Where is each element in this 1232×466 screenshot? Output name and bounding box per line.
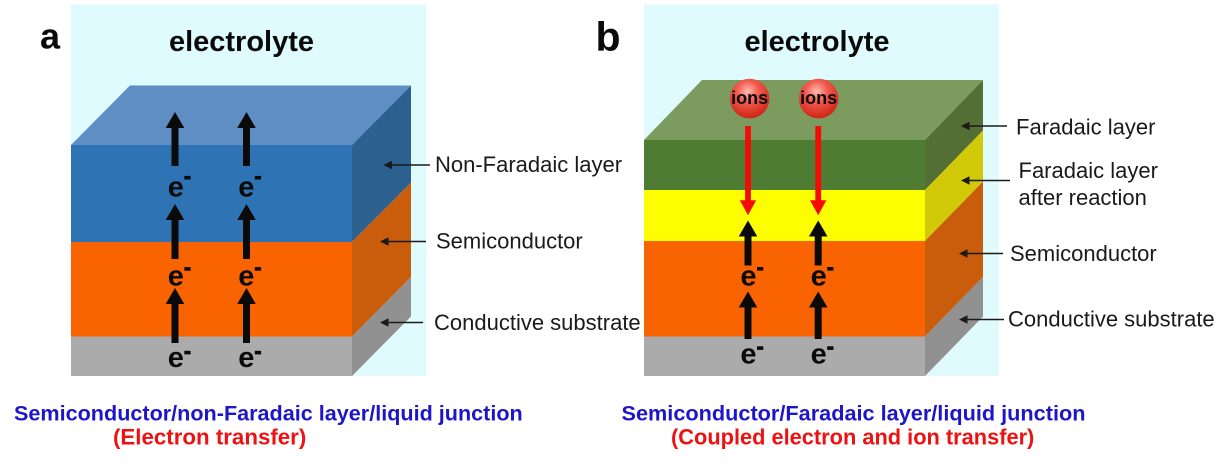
svg-text:e: e: [740, 338, 756, 370]
svg-text:Conductive substrate: Conductive substrate: [1008, 307, 1215, 332]
svg-text:Faradaic layer: Faradaic layer: [1019, 158, 1158, 183]
svg-text:Conductive substrate: Conductive substrate: [434, 310, 641, 335]
svg-text:after reaction: after reaction: [1019, 185, 1147, 210]
svg-text:e: e: [168, 261, 184, 293]
svg-text:e: e: [811, 261, 827, 293]
svg-text:Semiconductor: Semiconductor: [1010, 241, 1157, 266]
svg-text:e: e: [740, 261, 756, 293]
svg-text:ions: ions: [800, 88, 837, 108]
svg-text:Non-Faradaic layer: Non-Faradaic layer: [435, 152, 622, 177]
svg-text:electrolyte: electrolyte: [744, 26, 889, 58]
svg-text:(Electron transfer): (Electron transfer): [113, 425, 306, 450]
svg-text:e: e: [238, 172, 254, 204]
svg-text:e: e: [238, 261, 254, 293]
svg-text:e: e: [238, 342, 254, 374]
svg-text:e: e: [168, 172, 184, 204]
svg-text:Semiconductor: Semiconductor: [436, 229, 583, 254]
svg-text:Semiconductor/Faradaic layer/l: Semiconductor/Faradaic layer/liquid junc…: [622, 401, 1086, 426]
svg-text:Semiconductor/non-Faradaic lay: Semiconductor/non-Faradaic layer/liquid …: [14, 401, 523, 426]
svg-text:e: e: [811, 338, 827, 370]
svg-text:b: b: [596, 14, 621, 60]
svg-text:electrolyte: electrolyte: [169, 26, 314, 58]
svg-text:ions: ions: [731, 88, 768, 108]
svg-text:e: e: [168, 342, 184, 374]
svg-text:Faradaic layer: Faradaic layer: [1016, 115, 1155, 140]
svg-text:a: a: [40, 16, 61, 57]
svg-text:(Coupled electron and ion tran: (Coupled electron and ion transfer): [671, 425, 1034, 450]
